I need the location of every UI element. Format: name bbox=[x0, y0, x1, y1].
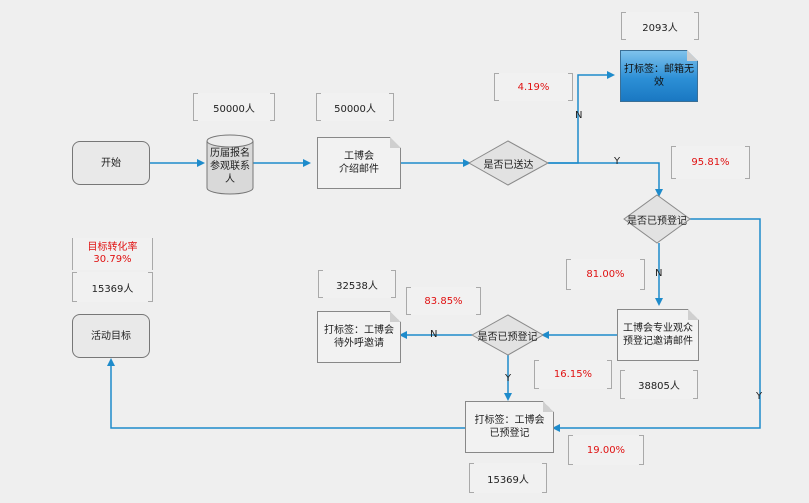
stat-invalid-count: 2093人 bbox=[621, 12, 699, 40]
decision-registered1-label: 是否已预登记 bbox=[627, 215, 687, 227]
prereg-email-line2: 预登记邀请邮件 bbox=[623, 336, 693, 347]
stat-delivered-rate: 95.81% bbox=[671, 146, 750, 179]
edge-label-n-registered2: N bbox=[430, 329, 438, 340]
intro-email-line1: 工博会 bbox=[344, 151, 374, 162]
stat-invalid-rate: 4.19% bbox=[494, 73, 573, 101]
db-label-line2: 参观联系 bbox=[210, 160, 250, 172]
edge-label-y-registered2: Y bbox=[505, 373, 512, 384]
edge-label-n-invalid: N bbox=[575, 110, 583, 121]
prereg-email-line1: 工博会专业观众 bbox=[623, 323, 693, 334]
decision-registered1-shape bbox=[623, 194, 691, 244]
start-node: 开始 bbox=[72, 141, 150, 185]
tag-call-node: 打标签：工博会 待外呼邀请 bbox=[317, 311, 401, 363]
tag-invalid-line2: 效 bbox=[654, 77, 664, 88]
edge-decision-registered1 bbox=[548, 162, 663, 197]
target-conversion-label: 目标转化率 bbox=[87, 242, 138, 253]
edge-label-y-registered1: Y bbox=[756, 391, 763, 402]
edge-registered1-tag-registered bbox=[552, 218, 761, 432]
goal-node: 活动目标 bbox=[72, 314, 150, 358]
database-shape bbox=[206, 134, 254, 195]
intro-email-node: 工博会 介绍邮件 bbox=[317, 137, 401, 189]
stat-registered2-rate: 16.15% bbox=[534, 360, 612, 389]
db-label-line3: 人 bbox=[225, 173, 235, 185]
goal-label: 活动目标 bbox=[91, 330, 131, 342]
edge-label-y-delivered: Y bbox=[614, 156, 621, 167]
tag-invalid-line1: 打标签：邮箱无 bbox=[624, 64, 694, 75]
stat-registered-count: 15369人 bbox=[469, 463, 547, 493]
decision-registered2-shape bbox=[470, 314, 545, 356]
decision-delivered-shape bbox=[467, 140, 550, 186]
stat-call-rate: 83.85% bbox=[406, 287, 481, 315]
contacts-database: 历届报名 参观联系 人 bbox=[207, 143, 253, 189]
tag-call-line2: 待外呼邀请 bbox=[334, 338, 384, 349]
tag-registered-line2: 已预登记 bbox=[489, 428, 530, 439]
decision-delivered-label: 是否已送达 bbox=[483, 159, 534, 171]
edge-label-n-registered1: N bbox=[655, 268, 663, 279]
stat-email-count: 50000人 bbox=[316, 93, 394, 121]
intro-email-line2: 介绍邮件 bbox=[339, 164, 379, 175]
stat-registered1-rate: 19.00% bbox=[568, 435, 644, 465]
edge-tag-registered-goal bbox=[107, 358, 465, 429]
db-label-line1: 历届报名 bbox=[210, 147, 250, 159]
stat-call-count: 32538人 bbox=[318, 270, 396, 298]
stat-goal-count: 15369人 bbox=[72, 272, 153, 302]
tag-registered-node: 打标签：工博会 已预登记 bbox=[465, 401, 554, 453]
tag-registered-line1: 打标签：工博会 bbox=[474, 415, 545, 426]
preregistration-email-node: 工博会专业观众 预登记邀请邮件 bbox=[617, 309, 699, 361]
decision-registered2-label: 是否已预登记 bbox=[477, 331, 538, 343]
target-conversion-box: 目标转化率 30.79% bbox=[72, 238, 153, 270]
target-conversion-value: 30.79% bbox=[93, 254, 132, 265]
tag-call-line1: 打标签：工博会 bbox=[324, 325, 394, 336]
tag-invalid-email-node: 打标签：邮箱无 效 bbox=[620, 50, 698, 102]
stat-db-count: 50000人 bbox=[193, 93, 275, 121]
stat-not-registered-rate: 81.00% bbox=[566, 259, 645, 290]
stat-prereg-email-count: 38805人 bbox=[620, 370, 698, 399]
start-label: 开始 bbox=[101, 157, 121, 169]
